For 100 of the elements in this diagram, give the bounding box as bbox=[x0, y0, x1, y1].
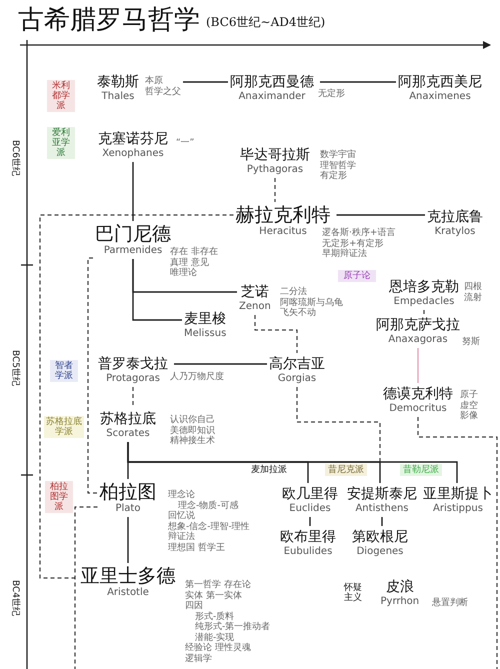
latin-name: Pythagoras bbox=[246, 164, 304, 176]
note-text: 飞矢不动 bbox=[280, 308, 316, 318]
note-text: 哲学之父 bbox=[145, 86, 181, 97]
note-text: 辩证法 bbox=[168, 532, 195, 542]
note-text: 经验论 理性灵魂 bbox=[185, 643, 251, 654]
latin-name: Gorgias bbox=[278, 373, 316, 385]
note-text: 理智哲学 bbox=[320, 160, 356, 170]
connector-line bbox=[74, 506, 98, 669]
connector-line bbox=[183, 81, 228, 83]
philosopher-name: 高尔吉亚 bbox=[269, 355, 325, 373]
philosopher-name: 巴门尼德 bbox=[95, 223, 171, 245]
philosopher-name: 芝诺 bbox=[240, 283, 269, 301]
note-text: 逻辑学 bbox=[185, 654, 212, 664]
note-text: 理念-物质-可感 bbox=[178, 500, 238, 510]
connector-line bbox=[132, 162, 134, 221]
note-text: 影像 bbox=[460, 411, 478, 422]
school-tag: 昔勒尼派 bbox=[400, 464, 442, 476]
connector-line bbox=[88, 258, 98, 494]
latin-name: Pyrrhon bbox=[380, 596, 420, 608]
philosopher-name: 皮浪 bbox=[386, 578, 414, 596]
philosopher-name: 第欧根尼 bbox=[352, 528, 408, 546]
note-text: 存在 非存在 bbox=[170, 247, 218, 258]
latin-name: Zenon bbox=[239, 301, 271, 313]
note-text: 纯形式-第一推动者 bbox=[195, 622, 270, 632]
connector-line bbox=[174, 363, 267, 365]
connector-line bbox=[254, 314, 298, 354]
connector-line bbox=[336, 214, 425, 216]
note-text: 理想国 哲学王 bbox=[168, 542, 225, 553]
philosopher-name: 柏拉图 bbox=[100, 481, 156, 503]
philosopher-name: 欧布里得 bbox=[280, 528, 336, 546]
philosopher-name: 恩培多克勒 bbox=[389, 278, 459, 296]
note-text: 数学宇宙 bbox=[320, 150, 356, 160]
philosopher-name: 赫拉克利特 bbox=[236, 204, 330, 226]
note-text: 理念论 bbox=[168, 490, 195, 500]
period-label: BC4世纪 bbox=[9, 580, 22, 616]
latin-name: Anaximenes bbox=[409, 91, 471, 103]
note-text: 精神接生术 bbox=[170, 436, 215, 446]
note-text: 虚空 bbox=[460, 400, 478, 410]
connector-line bbox=[127, 517, 129, 563]
school-tag: 爱利亚学派 bbox=[47, 127, 75, 159]
note-text: 实体 第一实体 bbox=[185, 590, 242, 601]
period-label: BC6世纪 bbox=[9, 140, 22, 176]
connector-line bbox=[418, 416, 498, 669]
note-text: 第一哲学 存在论 bbox=[185, 580, 251, 590]
philosopher-name: 安提斯泰尼 bbox=[347, 485, 417, 503]
philosopher-name: 德谟克利特 bbox=[383, 385, 453, 403]
philosopher-name: 亚里斯提卜 bbox=[423, 485, 493, 503]
latin-name: Democritus bbox=[389, 403, 447, 415]
connector-line bbox=[320, 81, 396, 83]
school-tag: 柏拉图学派 bbox=[45, 481, 73, 513]
latin-name: Euclides bbox=[289, 503, 331, 515]
note-text: 阿喀琉斯与乌龟 bbox=[280, 298, 343, 308]
philosopher-name: 欧几里得 bbox=[282, 485, 338, 503]
philosopher-name: 泰勒斯 bbox=[97, 73, 139, 91]
philosopher-name: 克塞诺芬尼 bbox=[98, 130, 168, 148]
note-text: 努斯 bbox=[462, 337, 480, 348]
school-label: 麦加拉派 bbox=[251, 464, 287, 476]
page-title: 古希腊罗马哲学 bbox=[18, 4, 200, 36]
note-text: 流射 bbox=[464, 292, 482, 303]
latin-name: Heracitus bbox=[259, 226, 307, 238]
philosopher-name: 苏格拉底 bbox=[100, 410, 156, 428]
latin-name: Thales bbox=[102, 91, 134, 103]
note-text: 真理 意见 bbox=[170, 258, 209, 268]
note-text: 潜能-实现 bbox=[195, 632, 234, 642]
note-text: 本原 bbox=[145, 76, 163, 86]
school-label: 怀疑主义 bbox=[344, 583, 363, 603]
latin-name: Scorates bbox=[106, 428, 150, 440]
latin-name: Kratylos bbox=[434, 226, 476, 238]
note-text: 美德即知识 bbox=[170, 426, 215, 436]
note-text: 唯理论 bbox=[170, 268, 197, 278]
note-text: 四根 bbox=[464, 282, 482, 292]
latin-name: Diogenes bbox=[356, 546, 404, 558]
connector-line bbox=[309, 517, 311, 526]
latin-name: Anaximander bbox=[238, 91, 306, 103]
note-text: 悬置判断 bbox=[432, 598, 468, 608]
latin-name: Melissus bbox=[184, 328, 226, 340]
philosopher-name: 麦里梭 bbox=[184, 310, 226, 328]
note-text: 想象-信念-理智-理性 bbox=[168, 522, 250, 532]
note-text: 人乃万物尺度 bbox=[170, 372, 224, 382]
date-range: (BC6世纪~AD4世纪) bbox=[206, 14, 326, 31]
school-tag: 昔尼克派 bbox=[325, 464, 367, 476]
latin-name: Parmenides bbox=[104, 245, 162, 257]
note-text: 逻各斯·秩序+语言 bbox=[322, 228, 396, 238]
philosopher-name: 普罗泰戈拉 bbox=[98, 355, 168, 373]
note-text: 认识你自己 bbox=[170, 415, 215, 426]
latin-name: Aristotle bbox=[107, 587, 149, 599]
note-text: 二分法 bbox=[280, 287, 307, 298]
philosopher-name: 克拉底鲁 bbox=[427, 208, 483, 226]
latin-name: Empedacles bbox=[394, 296, 454, 308]
connector-line bbox=[381, 517, 383, 526]
latin-name: Plato bbox=[116, 503, 140, 515]
connector-line bbox=[127, 442, 458, 483]
period-label: BC5世纪 bbox=[9, 350, 22, 386]
latin-name: Xenophanes bbox=[102, 148, 164, 160]
connector-line bbox=[40, 214, 234, 578]
philosopher-name: 阿那克萨戈拉 bbox=[376, 316, 460, 334]
school-tag: 苏格拉底学派 bbox=[44, 416, 84, 438]
philosopher-name: 亚里士多德 bbox=[80, 565, 176, 587]
note-text: 无定形+有定形 bbox=[322, 238, 384, 248]
note-text: 早期辩证法 bbox=[322, 249, 367, 260]
